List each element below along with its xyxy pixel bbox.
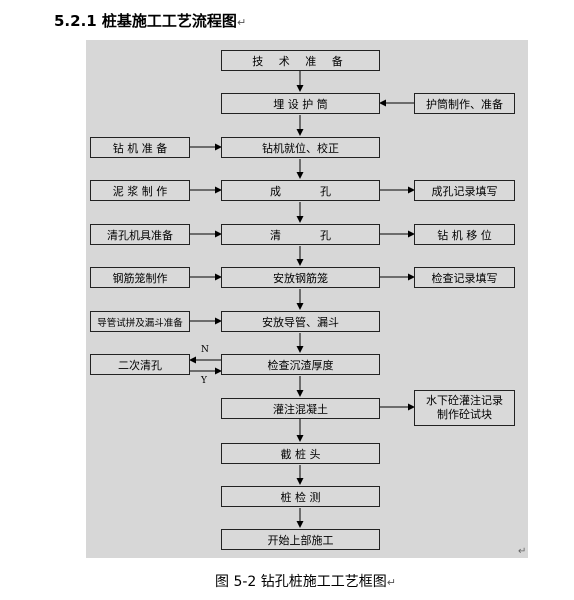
node-label: 开始上部施工 xyxy=(267,533,334,547)
node-label-a: 清 xyxy=(270,228,281,242)
node-start-superstructure: 开始上部施工 xyxy=(221,529,380,550)
node-label: 导管试拼及漏斗准备 xyxy=(97,317,183,329)
node-label: 成孔记录填写 xyxy=(431,184,498,198)
end-return-mark: ↵ xyxy=(518,546,527,557)
node-label: 检查记录填写 xyxy=(431,271,498,285)
node-label: 钻 机 移 位 xyxy=(437,228,492,242)
node-label: 埋 设 护 筒 xyxy=(273,97,328,111)
node-check-sediment: 检查沉渣厚度 xyxy=(221,354,380,375)
node-label: 清孔机具准备 xyxy=(107,228,173,242)
node-hole-cleaning: 清孔 xyxy=(221,224,380,245)
node-place-rebar-cage: 安放钢筋笼 xyxy=(221,267,380,288)
node-secondary-cleaning: 二次清孔 xyxy=(90,354,190,375)
node-label: 钻机就位、校正 xyxy=(262,141,339,155)
node-label: 桩 检 测 xyxy=(280,490,321,504)
node-label: 护筒制作、准备 xyxy=(426,97,503,111)
node-underwater-pour-record: 水下砼灌注记录制作砼试块 xyxy=(414,390,515,426)
node-drilling: 成孔 xyxy=(221,180,380,201)
node-label: 钻 机 准 备 xyxy=(112,141,168,155)
node-cleaning-tools-prep: 清孔机具准备 xyxy=(90,224,190,245)
node-rig-move: 钻 机 移 位 xyxy=(414,224,515,245)
node-bury-casing: 埋 设 护 筒 xyxy=(221,93,380,114)
caption-text: 图 5-2 钻孔桩施工工艺框图 xyxy=(215,574,387,590)
node-cut-pile-head: 截 桩 头 xyxy=(221,443,380,464)
node-label-a: 成 xyxy=(270,184,281,198)
node-tremie-trial-prep: 导管试拼及漏斗准备 xyxy=(90,311,190,332)
node-mud-making: 泥 浆 制 作 xyxy=(90,180,190,201)
node-label: 技 术 准 备 xyxy=(252,54,349,68)
node-label: 泥 浆 制 作 xyxy=(112,184,168,198)
return-mark: ↵ xyxy=(236,16,247,29)
node-label: 钢筋笼制作 xyxy=(112,271,168,285)
heading-text: 5.2.1 桩基施工工艺流程图 xyxy=(54,12,237,30)
node-drilling-record: 成孔记录填写 xyxy=(414,180,515,201)
node-pile-testing: 桩 检 测 xyxy=(221,486,380,507)
node-label: 截 桩 头 xyxy=(280,447,321,461)
node-technical-prep: 技 术 准 备 xyxy=(221,50,380,71)
node-casing-making: 护筒制作、准备 xyxy=(414,93,515,114)
node-rig-position: 钻机就位、校正 xyxy=(221,137,380,158)
branch-label-yes: Y xyxy=(201,376,207,386)
branch-label-no: N xyxy=(201,345,209,355)
node-label: 检查沉渣厚度 xyxy=(267,358,334,372)
node-label: 安放钢筋笼 xyxy=(273,271,328,285)
node-label: 安放导管、漏斗 xyxy=(262,315,339,329)
node-rebar-cage-making: 钢筋笼制作 xyxy=(90,267,190,288)
node-label: 灌注混凝土 xyxy=(273,402,328,416)
node-rig-prep: 钻 机 准 备 xyxy=(90,137,190,158)
caption-return-mark: ↵ xyxy=(386,576,396,589)
node-label-b: 孔 xyxy=(320,228,331,242)
figure-caption: 图 5-2 钻孔桩施工工艺框图↵ xyxy=(215,571,396,591)
node-pour-concrete: 灌注混凝土 xyxy=(221,398,380,419)
node-label: 二次清孔 xyxy=(118,358,162,372)
diagram-panel xyxy=(86,40,528,558)
node-place-tremie: 安放导管、漏斗 xyxy=(221,311,380,332)
node-label: 水下砼灌注记录制作砼试块 xyxy=(426,394,503,421)
node-label-b: 孔 xyxy=(320,184,331,198)
node-inspection-record: 检查记录填写 xyxy=(414,267,515,288)
page-heading: 5.2.1 桩基施工工艺流程图↵ xyxy=(54,10,246,31)
